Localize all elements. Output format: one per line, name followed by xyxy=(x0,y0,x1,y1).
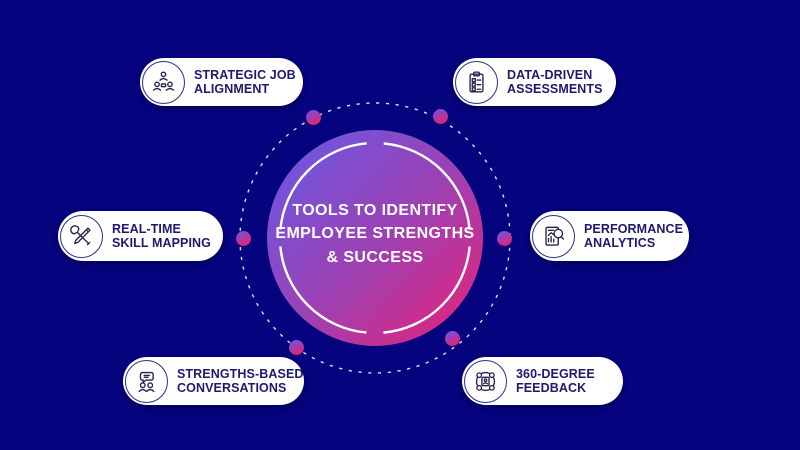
center-title-line2: EMPLOYEE STRENGTHS xyxy=(275,225,475,243)
pill-label: STRATEGIC JOB ALIGNMENT xyxy=(194,68,296,97)
orbit-node-dot xyxy=(236,231,251,246)
pill-label: 360-DEGREE FEEDBACK xyxy=(516,367,595,396)
360-orbit-icon xyxy=(464,359,507,403)
center-title-line1: TOOLS TO IDENTIFY xyxy=(292,201,458,219)
pill-label-line2: FEEDBACK xyxy=(516,381,587,395)
pill-label: PERFORMANCE ANALYTICS xyxy=(584,222,683,251)
pill-label-line2: ASSESSMENTS xyxy=(507,82,603,96)
clipboard-checklist-icon xyxy=(455,60,498,104)
pill-label-line2: ANALYTICS xyxy=(584,236,656,250)
pill-label-line2: ALIGNMENT xyxy=(194,82,270,96)
orbit-node-dot xyxy=(445,331,460,346)
pill-strategic-job-alignment: STRATEGIC JOB ALIGNMENT xyxy=(140,58,303,106)
pill-strengths-based-conversations: STRENGTHS-BASED CONVERSATIONS xyxy=(123,357,304,405)
pill-label: DATA-DRIVEN ASSESSMENTS xyxy=(507,68,603,97)
pill-label-line1: 360-DEGREE xyxy=(516,366,595,381)
report-magnifier-icon xyxy=(532,214,575,258)
center-gradient-circle: TOOLS TO IDENTIFY EMPLOYEE STRENGTHS & S… xyxy=(267,130,483,346)
orbit-node-dot xyxy=(289,340,304,355)
pill-performance-analytics: PERFORMANCE ANALYTICS xyxy=(530,211,689,261)
pill-label-line1: DATA-DRIVEN xyxy=(507,67,593,82)
orbit-node-dot xyxy=(497,231,512,246)
orbit-node-dot xyxy=(433,109,448,124)
meeting-table-icon xyxy=(142,60,185,104)
pill-label-line1: PERFORMANCE xyxy=(584,221,684,236)
center-title-line3: & SUCCESS xyxy=(326,248,424,266)
pill-label-line1: REAL-TIME xyxy=(112,221,181,236)
speech-bubble-people-icon xyxy=(125,359,168,403)
center-title: TOOLS TO IDENTIFY EMPLOYEE STRENGTHS & S… xyxy=(267,130,483,346)
wrench-pencil-icon xyxy=(60,214,103,258)
pill-label-line2: CONVERSATIONS xyxy=(177,381,287,395)
pill-label: REAL-TIME SKILL MAPPING xyxy=(112,222,211,251)
pill-label: STRENGTHS-BASED CONVERSATIONS xyxy=(177,367,304,396)
pill-real-time-skill-mapping: REAL-TIME SKILL MAPPING xyxy=(58,211,223,261)
pill-label-line2: SKILL MAPPING xyxy=(112,236,211,250)
orbit-node-dot xyxy=(306,110,321,125)
pill-label-line1: STRATEGIC JOB xyxy=(194,67,296,82)
pill-360-degree-feedback: 360-DEGREE FEEDBACK xyxy=(462,357,623,405)
pill-label-line1: STRENGTHS-BASED xyxy=(177,366,304,381)
pill-data-driven-assessments: DATA-DRIVEN ASSESSMENTS xyxy=(453,58,616,106)
